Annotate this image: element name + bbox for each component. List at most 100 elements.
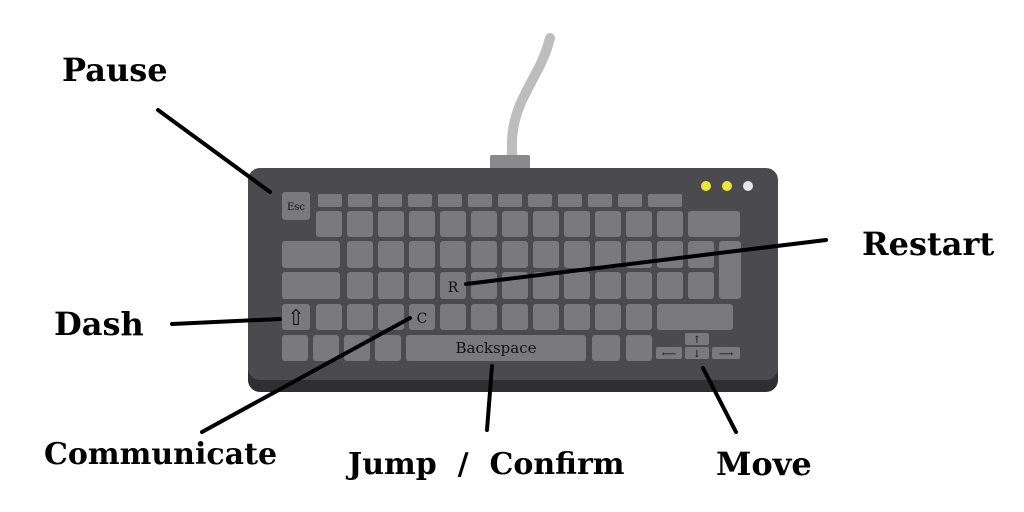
arrow-right-key[interactable] bbox=[712, 347, 740, 359]
arrow-right-icon: ⟶ bbox=[719, 349, 733, 360]
key[interactable] bbox=[318, 194, 342, 207]
key[interactable] bbox=[592, 335, 620, 361]
enter-key[interactable] bbox=[719, 241, 741, 299]
backspace-key[interactable] bbox=[406, 335, 586, 361]
key[interactable] bbox=[409, 272, 435, 299]
key[interactable] bbox=[533, 304, 559, 330]
led-indicator bbox=[701, 181, 711, 191]
key[interactable] bbox=[595, 304, 621, 330]
key[interactable] bbox=[657, 241, 683, 268]
key-row bbox=[282, 335, 652, 361]
key[interactable] bbox=[595, 241, 621, 268]
key[interactable] bbox=[468, 194, 492, 207]
caps-key[interactable] bbox=[282, 272, 340, 299]
key[interactable] bbox=[533, 211, 559, 237]
key[interactable] bbox=[626, 335, 652, 361]
restart-callout: Restart bbox=[862, 225, 995, 263]
key[interactable] bbox=[316, 304, 342, 330]
key[interactable] bbox=[558, 194, 582, 207]
key[interactable] bbox=[564, 272, 590, 299]
key[interactable] bbox=[533, 272, 559, 299]
key[interactable] bbox=[440, 304, 466, 330]
key[interactable] bbox=[502, 211, 528, 237]
key[interactable] bbox=[471, 241, 497, 268]
key[interactable] bbox=[282, 335, 308, 361]
key[interactable] bbox=[378, 272, 404, 299]
key[interactable] bbox=[648, 194, 682, 207]
key[interactable] bbox=[378, 304, 404, 330]
key[interactable] bbox=[313, 335, 339, 361]
c-key-label: C bbox=[417, 311, 428, 327]
dash-callout: Dash bbox=[54, 305, 144, 343]
key[interactable] bbox=[347, 272, 373, 299]
key[interactable] bbox=[618, 194, 642, 207]
communicate-pointer-line bbox=[200, 316, 412, 434]
dash-pointer-line bbox=[170, 317, 282, 326]
key[interactable] bbox=[347, 241, 373, 268]
key[interactable] bbox=[347, 211, 373, 237]
key[interactable] bbox=[588, 194, 612, 207]
key[interactable] bbox=[688, 272, 714, 299]
key[interactable] bbox=[564, 241, 590, 268]
key[interactable] bbox=[316, 211, 342, 237]
cable-connector bbox=[490, 155, 530, 169]
key[interactable] bbox=[471, 304, 497, 330]
function-row bbox=[282, 192, 682, 220]
key[interactable] bbox=[409, 211, 435, 237]
key[interactable] bbox=[440, 241, 466, 268]
arrow-left-icon: ⟵ bbox=[662, 349, 676, 360]
jump-pointer-line bbox=[485, 364, 494, 432]
key[interactable] bbox=[471, 272, 497, 299]
pause-callout: Pause bbox=[62, 51, 168, 89]
key[interactable] bbox=[626, 272, 652, 299]
key[interactable] bbox=[498, 194, 522, 207]
key[interactable] bbox=[440, 211, 466, 237]
key[interactable] bbox=[438, 194, 462, 207]
keyboard-cable bbox=[506, 33, 555, 165]
key[interactable] bbox=[595, 272, 621, 299]
key[interactable] bbox=[626, 211, 652, 237]
key[interactable] bbox=[657, 304, 733, 330]
restart-pointer-line bbox=[464, 238, 828, 286]
led-indicator bbox=[743, 181, 753, 191]
arrow-up-icon: ↑ bbox=[693, 335, 701, 346]
r-key[interactable] bbox=[440, 272, 466, 299]
arrow-down-key[interactable] bbox=[685, 347, 709, 359]
r-key-label: R bbox=[448, 280, 459, 296]
key[interactable] bbox=[378, 211, 404, 237]
key[interactable] bbox=[375, 335, 401, 361]
key[interactable] bbox=[657, 211, 683, 237]
shift-key[interactable] bbox=[282, 304, 310, 330]
key[interactable] bbox=[533, 241, 559, 268]
move-callout: Move bbox=[716, 445, 812, 483]
communicate-callout: Communicate bbox=[44, 437, 278, 472]
key[interactable] bbox=[528, 194, 552, 207]
key[interactable] bbox=[657, 272, 683, 299]
key[interactable] bbox=[626, 304, 652, 330]
pause-pointer-line bbox=[156, 108, 272, 194]
key[interactable] bbox=[688, 211, 740, 237]
key[interactable] bbox=[348, 194, 372, 207]
key[interactable] bbox=[378, 241, 404, 268]
key[interactable] bbox=[378, 194, 402, 207]
esc-key-label: Esc bbox=[287, 202, 305, 213]
arrow-left-key[interactable] bbox=[656, 347, 682, 359]
arrow-up-key[interactable] bbox=[685, 333, 709, 345]
move-pointer-line bbox=[701, 366, 738, 434]
esc-key[interactable] bbox=[282, 192, 310, 220]
key[interactable] bbox=[502, 241, 528, 268]
key[interactable] bbox=[564, 211, 590, 237]
arrow-keys bbox=[656, 333, 740, 359]
led-indicator bbox=[722, 181, 732, 191]
key[interactable] bbox=[471, 211, 497, 237]
key[interactable] bbox=[564, 304, 590, 330]
c-key[interactable] bbox=[409, 304, 435, 330]
key[interactable] bbox=[408, 194, 432, 207]
key[interactable] bbox=[595, 211, 621, 237]
key[interactable] bbox=[502, 304, 528, 330]
key[interactable] bbox=[409, 241, 435, 268]
key-row bbox=[282, 272, 714, 299]
tab-key[interactable] bbox=[282, 241, 340, 268]
key[interactable] bbox=[347, 304, 373, 330]
